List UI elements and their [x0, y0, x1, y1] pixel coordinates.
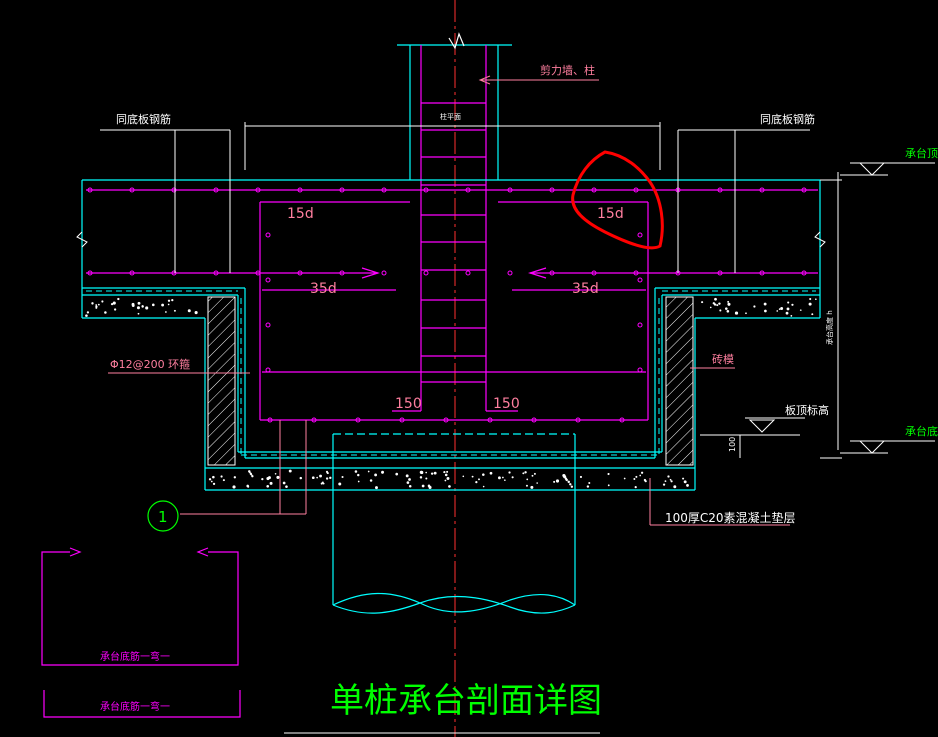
same-bottom-right-label: 同底板钢筋 — [760, 112, 815, 126]
elevation-markers — [840, 162, 935, 454]
leader-lines — [108, 75, 790, 526]
slab — [81, 179, 821, 319]
concrete-speckles — [85, 297, 817, 490]
brick-wall-right — [665, 296, 694, 466]
column-rebar — [392, 45, 518, 412]
d35-right: 35d — [572, 281, 599, 297]
d15-right: 15d — [597, 206, 624, 222]
callout-circle — [147, 500, 179, 532]
dimension-lines — [100, 122, 842, 459]
center-mark: 柱平面 — [440, 112, 461, 121]
d15-left: 15d — [287, 206, 314, 222]
d35-left: 35d — [310, 281, 337, 297]
pit-outline — [82, 287, 820, 491]
d150-left: 150 — [395, 396, 422, 412]
stirrup-label: Φ12@200 环箍 — [110, 357, 190, 371]
column — [397, 32, 512, 180]
bottom-elev-label: 承台底面 — [905, 424, 938, 438]
dashed-lines — [86, 290, 816, 456]
top-elev-label: 承台顶面 — [905, 146, 938, 160]
wall-column-label: 剪力墙、柱 — [540, 63, 595, 77]
cap-rebar-cage — [259, 201, 649, 421]
drawing-title: 单桩承台剖面详图 — [330, 681, 602, 721]
pile — [332, 433, 576, 614]
legend-label-1: 承台底筋一弯一 — [100, 650, 170, 663]
red-annotation — [571, 150, 664, 250]
break-marks — [76, 231, 826, 248]
same-bottom-left-label: 同底板钢筋 — [116, 112, 171, 126]
slab-rebar — [86, 189, 818, 279]
legend-shapes — [41, 547, 241, 718]
d150-right: 150 — [493, 396, 520, 412]
slab-elev-label: 板顶标高 — [785, 403, 829, 417]
legend-label-2: 承台底筋一弯一 — [100, 700, 170, 713]
dim-100-label: 100 — [728, 437, 737, 452]
cushion-label: 100厚C20素混凝土垫层 — [665, 510, 796, 525]
height-dim-label: 承台高度 h — [825, 310, 834, 345]
brick-wall-left — [207, 296, 236, 466]
rebar-dots — [87, 187, 807, 423]
brick-mold-label: 砖模 — [712, 352, 734, 366]
callout-number: 1 — [158, 508, 168, 526]
